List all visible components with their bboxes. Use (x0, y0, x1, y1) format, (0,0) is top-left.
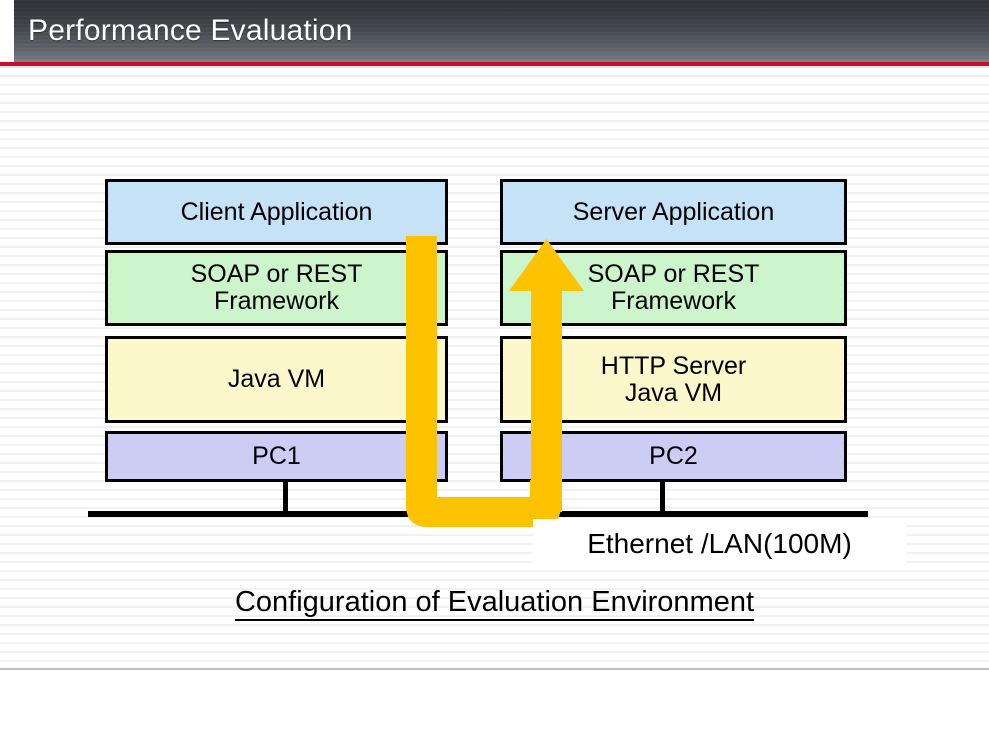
slide-header-band (0, 0, 989, 62)
diagram-caption-text: Configuration of Evaluation Environment (234, 586, 755, 621)
box-label: SOAP or REST Framework (587, 260, 760, 315)
header-left-notch (0, 0, 14, 62)
box-label: Client Application (180, 197, 373, 226)
box-label: HTTP Server Java VM (600, 351, 747, 407)
box-label: Java VM (227, 365, 326, 393)
header-rule-shadow (0, 66, 989, 68)
box-pc1: PC1 (105, 431, 448, 482)
box-client-java-vm: Java VM (105, 336, 448, 423)
header-accent-rule (0, 62, 989, 66)
pc2-drop-line (660, 482, 665, 514)
box-label: PC2 (649, 442, 698, 470)
box-server-soap-rest-framework: SOAP or REST Framework (500, 250, 847, 326)
page-title: Performance Evaluation (28, 14, 353, 47)
box-label: SOAP or REST Framework (190, 260, 363, 315)
box-client-application: Client Application (105, 179, 448, 245)
box-label: Server Application (572, 197, 775, 226)
body-bottom-divider (0, 668, 989, 670)
ethernet-bus-left (88, 511, 418, 517)
diagram-caption: Configuration of Evaluation Environment (0, 586, 989, 621)
ethernet-bus-right (418, 511, 868, 517)
pc1-drop-line (283, 482, 288, 514)
slide-footer: DENSO 燃云汽车 Ⓒ DENSO CORPORATION All righ (0, 670, 989, 738)
box-client-soap-rest-framework: SOAP or REST Framework (105, 250, 448, 326)
box-server-application: Server Application (500, 179, 847, 245)
box-pc2: PC2 (500, 431, 847, 482)
ethernet-label: Ethernet /LAN(100M) (533, 519, 906, 569)
box-label: PC1 (252, 442, 301, 470)
box-http-server-java-vm: HTTP Server Java VM (500, 336, 847, 423)
